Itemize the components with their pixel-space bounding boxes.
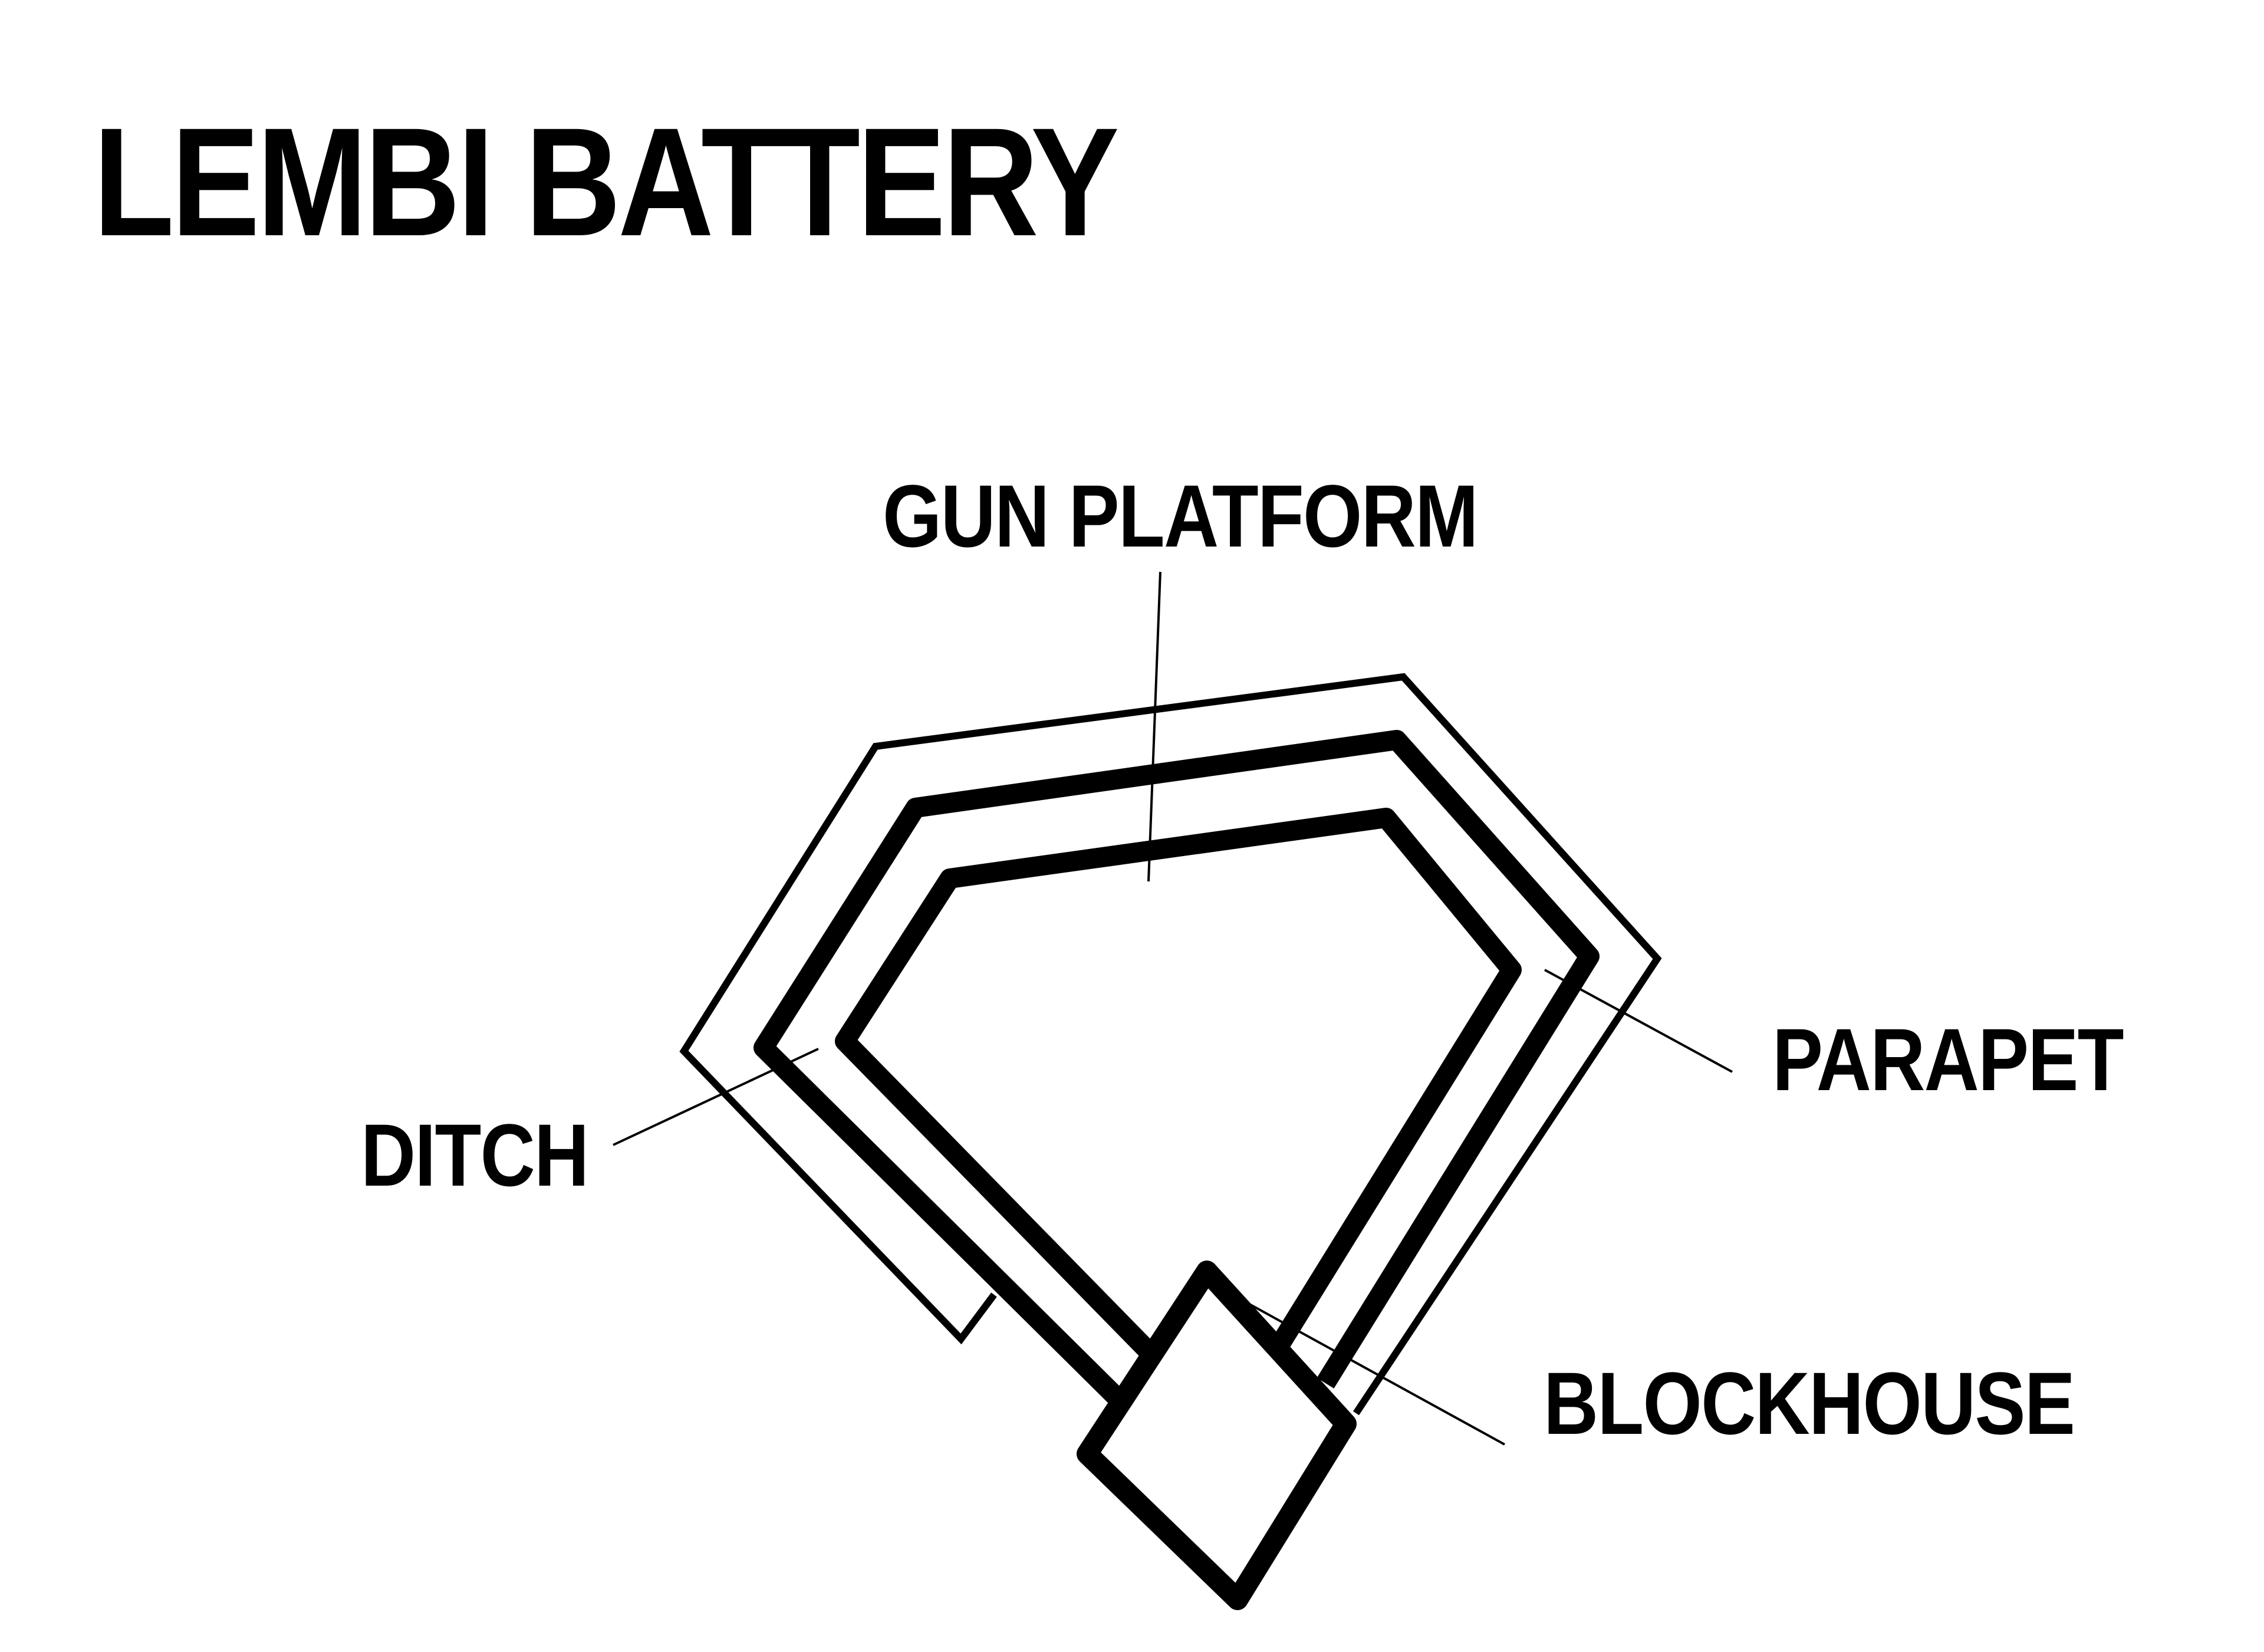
leader-parapet — [1544, 969, 1733, 1073]
diagram-title: LEMBI BATTERY — [93, 96, 1120, 268]
label-ditch: DITCH — [361, 1105, 589, 1205]
gun-platform-outline — [835, 808, 1522, 1360]
blockhouse-outline — [1077, 1261, 1357, 1610]
leader-blockhouse — [1209, 1281, 1505, 1446]
label-blockhouse: BLOCKHOUSE — [1544, 1354, 2075, 1453]
label-gun-platform: GUN PLATFORM — [883, 466, 1479, 565]
ditch-outline — [679, 673, 1662, 1416]
leader-gun-platform — [1147, 571, 1161, 882]
leader-ditch — [613, 1048, 819, 1146]
label-parapet: PARAPET — [1772, 1010, 2124, 1109]
parapet-outer — [753, 730, 1600, 1407]
